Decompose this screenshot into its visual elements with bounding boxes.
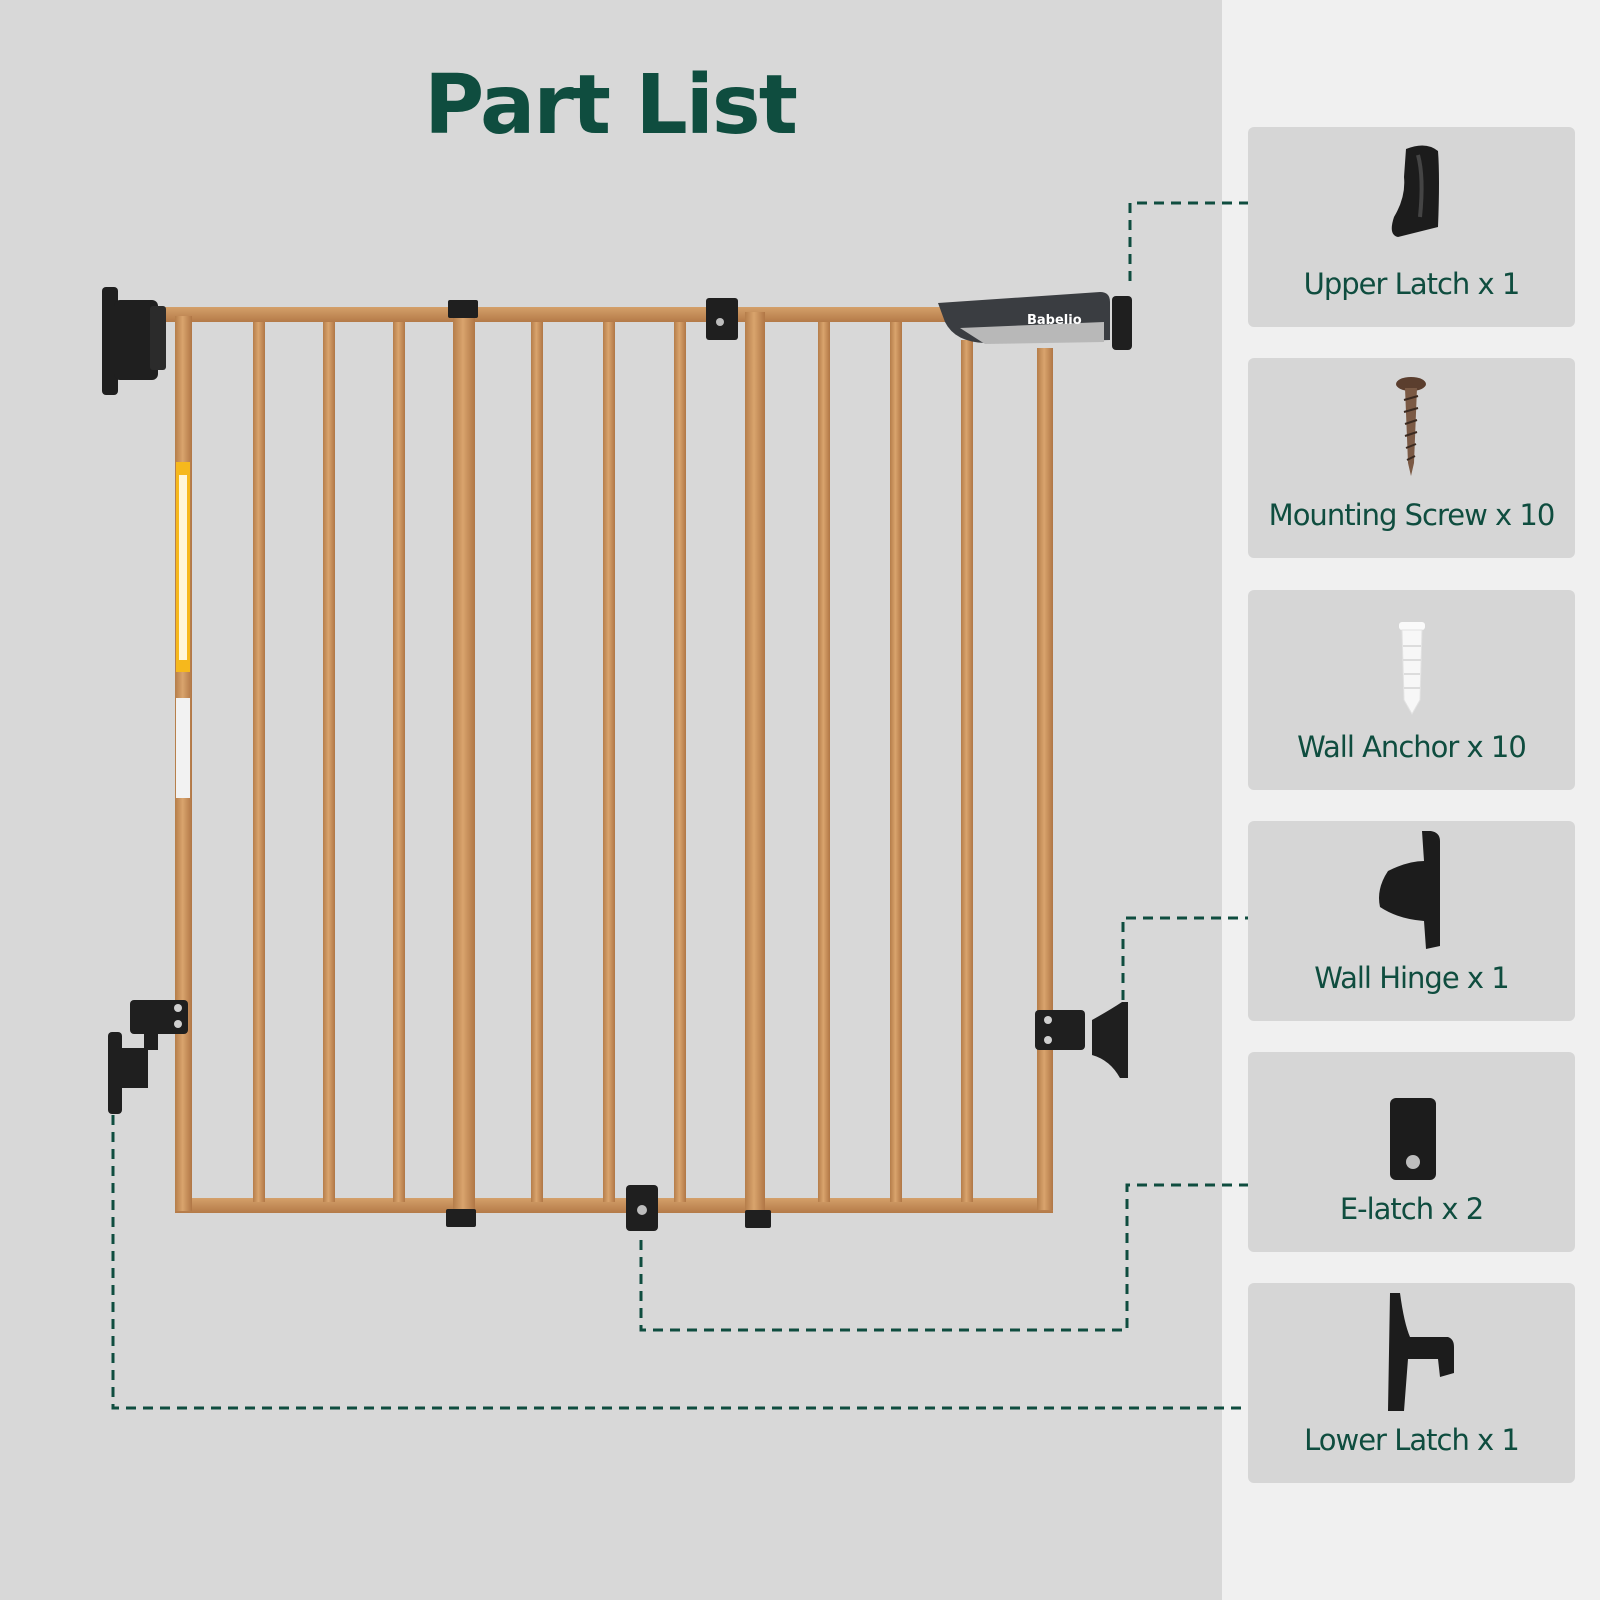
screw-icon (1396, 377, 1426, 476)
callout-line-e-latch (639, 1183, 1262, 1332)
callout-line-upper-latch (1128, 201, 1252, 281)
part-label: Upper Latch x 1 (1303, 267, 1521, 301)
callout-lines (111, 201, 1268, 1410)
part-label: Wall Hinge x 1 (1314, 961, 1509, 995)
info-label (176, 698, 190, 798)
part-label: Wall Anchor x 10 (1297, 730, 1527, 764)
gate-bars (253, 322, 973, 1202)
part-card-upper-latch: Upper Latch x 1 (1248, 127, 1575, 327)
part-card-e-latch: E-latch x 2 (1248, 1052, 1575, 1252)
part-label: Mounting Screw x 10 (1268, 498, 1556, 532)
part-card-wall-anchor: Wall Anchor x 10 (1248, 590, 1575, 790)
frame-clips (446, 298, 771, 1231)
page-title: Part List (424, 58, 798, 153)
brand-logo: Babelio (1027, 313, 1082, 328)
upper-latch-icon (1391, 145, 1439, 237)
lower-latch-icon (1388, 1293, 1454, 1411)
callout-line-wall-hinge (1121, 916, 1268, 1000)
part-label: Lower Latch x 1 (1304, 1423, 1520, 1457)
right-latch-hardware (1035, 1002, 1128, 1078)
bottom-hinge-hardware (108, 1000, 188, 1114)
part-card-wall-hinge: Wall Hinge x 1 (1248, 821, 1575, 1021)
part-card-mounting-screw: Mounting Screw x 10 (1248, 358, 1575, 558)
part-card-lower-latch: Lower Latch x 1 (1248, 1283, 1575, 1483)
e-latch-icon (1390, 1098, 1436, 1180)
top-hinge-hardware (102, 287, 166, 395)
wall-anchor-icon (1399, 622, 1425, 716)
callout-line-lower-latch (111, 1115, 1268, 1410)
part-label: E-latch x 2 (1339, 1192, 1484, 1226)
wall-hinge-icon (1379, 831, 1440, 949)
latch-handle: Babelio (938, 292, 1132, 350)
